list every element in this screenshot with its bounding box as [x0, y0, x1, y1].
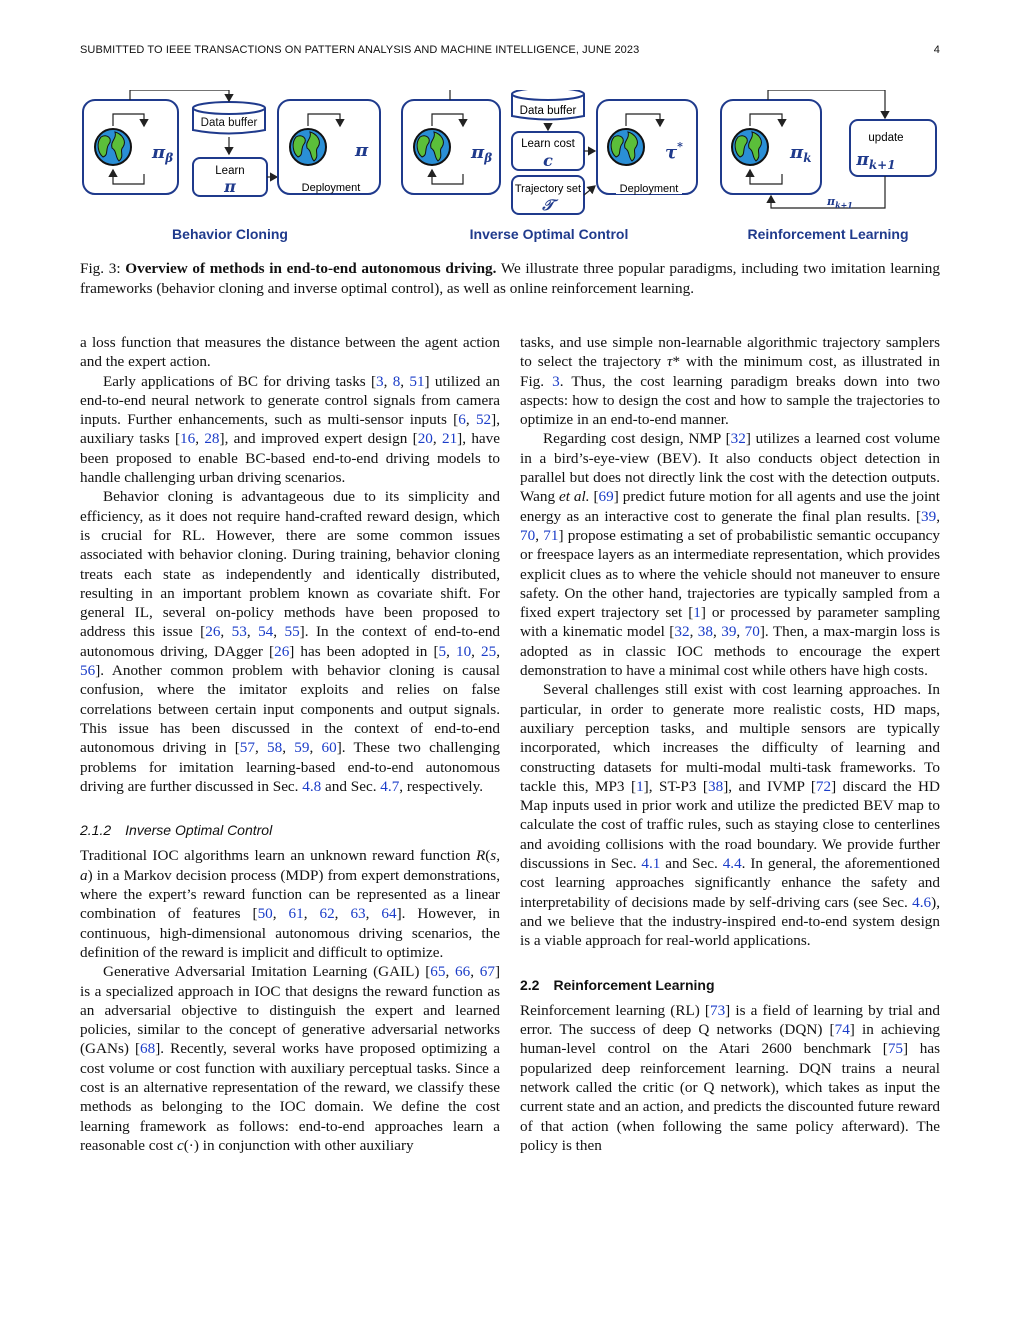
paragraph: Behavior cloning is advantageous due to … [80, 488, 501, 795]
rl-panel: πk update πk+1 πk+1 Reinforcement Learni… [720, 90, 937, 242]
paragraph: Regarding cost design, NMP [32] utilizes… [520, 430, 941, 680]
ioc-expert-box [401, 99, 501, 195]
caption-label: Fig. 3: [80, 260, 121, 277]
ioc-policy-beta: πβ [470, 142, 492, 165]
paragraph: Generative Adversarial Imitation Learnin… [80, 963, 501, 1154]
ioc-traj-label: Trajectory set [515, 183, 581, 195]
globe-icon [94, 128, 132, 166]
bc-deploy-box [277, 99, 381, 195]
ioc-cost-symbol: c [543, 151, 553, 170]
rl-update-label: update [868, 132, 903, 144]
paragraph: Early applications of BC for driving tas… [80, 372, 501, 487]
bc-deploy-label: Deployment [302, 182, 361, 194]
paragraph: tasks, and use simple non-learnable algo… [520, 334, 941, 429]
paragraph: Several challenges still exist with cost… [520, 681, 940, 950]
paragraph: Traditional IOC algorithms learn an unkn… [80, 847, 501, 961]
bc-policy-beta: πβ [151, 142, 173, 165]
ioc-label: Inverse Optimal Control [470, 226, 629, 242]
paragraph: Reinforcement learning (RL) [73] is a fi… [520, 1001, 940, 1154]
bc-learn-label: Learn [215, 165, 244, 177]
figure-3: πβ Data buffer Learn π π Deployment [70, 90, 950, 250]
rl-pi-k: πk [789, 142, 812, 165]
paradigm-diagram: πβ Data buffer Learn π π Deployment [82, 90, 937, 242]
ioc-traj-symbol: 𝒯 [541, 196, 559, 214]
bc-panel: πβ Data buffer Learn π π Deployment [82, 90, 381, 242]
caption-title: Overview of methods in end-to-end autono… [125, 260, 497, 277]
rl-label: Reinforcement Learning [747, 226, 908, 242]
bc-label: Behavior Cloning [172, 226, 288, 242]
rl-pi-k1: πk+1 [855, 150, 895, 172]
caption-text: We illustrate three popular paradigms, i… [80, 260, 940, 297]
right-column: tasks, and use simple non-learnable algo… [520, 333, 940, 1155]
ioc-panel: πβ Data buffer Learn cost c Trajectory s… [401, 90, 698, 242]
ioc-learn-cost-label: Learn cost [521, 138, 576, 150]
bc-policy: π [354, 140, 369, 161]
left-column: a loss function that measures the distan… [80, 333, 500, 1155]
running-header: SUBMITTED TO IEEE TRANSACTIONS ON PATTER… [80, 44, 940, 56]
figure-caption: Fig. 3: Overview of methods in end-to-en… [80, 259, 940, 298]
ioc-tau: τ* [665, 140, 683, 163]
ioc-buffer-label: Data buffer [520, 105, 577, 117]
page-number: 4 [933, 44, 940, 56]
bc-learn-symbol: π [223, 177, 236, 196]
paragraph: a loss function that measures the distan… [80, 334, 500, 371]
ioc-deploy-label: Deployment [620, 183, 679, 195]
bc-buffer-label: Data buffer [201, 117, 258, 129]
rl-update-box [849, 119, 937, 177]
rl-arrow-label: πk+1 [826, 195, 853, 210]
rl-env-box [720, 99, 822, 195]
header-title: SUBMITTED TO IEEE TRANSACTIONS ON PATTER… [80, 44, 640, 56]
